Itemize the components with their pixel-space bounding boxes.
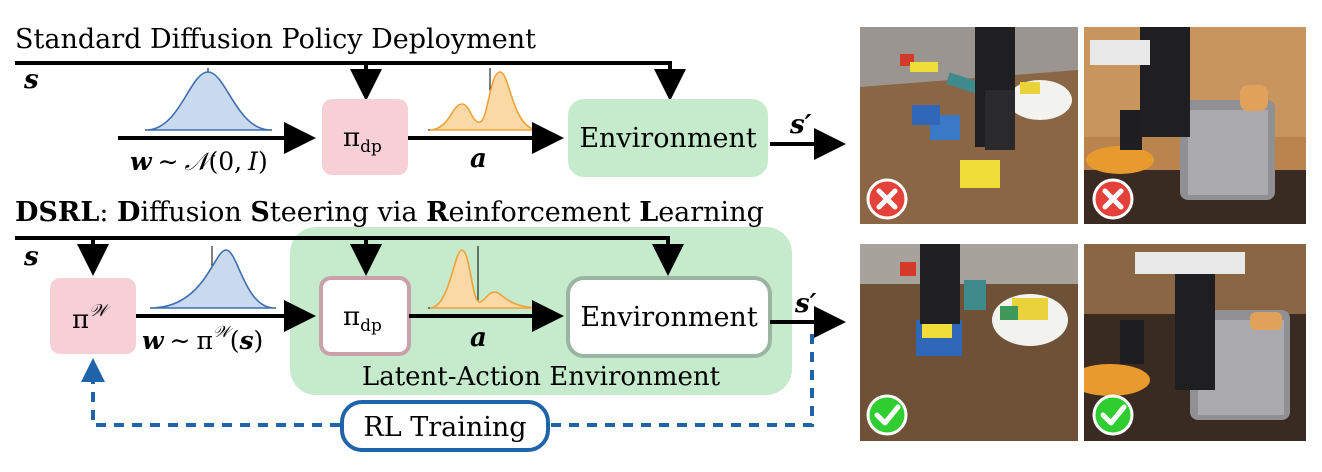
latent-policy-label: π𝒲 <box>72 301 111 335</box>
bottom-next-state-label: s′ <box>794 289 817 319</box>
bottom-policy-label: πdp <box>343 302 382 336</box>
rl-training-label: RL Training <box>363 412 526 443</box>
top-policy-box <box>322 99 408 175</box>
top-title: Standard Diffusion Policy Deployment <box>15 24 536 55</box>
dsrl-title: DSRL: Diffusion Steering via Reinforceme… <box>15 197 764 228</box>
latent-env-label: Latent-Action Environment <box>362 362 721 392</box>
top-env-label: Environment <box>579 123 757 154</box>
top-noise-label: w∼𝒩(0,I) <box>130 147 268 176</box>
check-icon <box>866 394 908 436</box>
bottom-env-label: Environment <box>580 302 758 333</box>
bottom-action-label: a <box>470 323 487 353</box>
photo-toaster-success <box>1084 244 1306 441</box>
latent-policy-box <box>50 278 136 354</box>
top-next-state-label: s′ <box>789 110 812 140</box>
bottom-noise-label: w∼π𝒲(s) <box>142 322 263 355</box>
top-action-label: a <box>470 144 487 174</box>
top-gaussian-plot <box>145 68 272 131</box>
photo-toaster-failure <box>1084 27 1306 224</box>
photo-block-bowl-success <box>860 244 1078 441</box>
bottom-env-box <box>566 276 772 358</box>
rl-feedback-right-segment <box>548 334 814 427</box>
top-policy-label: πdp <box>343 123 382 157</box>
bottom-action-distribution-plot <box>428 246 540 309</box>
rl-training-box <box>340 400 550 452</box>
top-env-box <box>568 99 768 177</box>
rl-feedback-left-segment <box>81 358 340 427</box>
check-icon-mark <box>874 404 901 426</box>
check-icon-mark <box>1100 404 1127 426</box>
top-action-distribution-plot <box>428 68 540 131</box>
bottom-state-label: s <box>23 242 39 272</box>
bottom-latent-noise-plot <box>150 246 276 309</box>
top-state-label: s <box>23 65 39 95</box>
cross-icon-mark <box>876 188 898 210</box>
photo-block-bowl-failure <box>860 27 1078 224</box>
check-icon <box>1092 394 1134 436</box>
cross-icon-mark <box>1102 188 1124 210</box>
